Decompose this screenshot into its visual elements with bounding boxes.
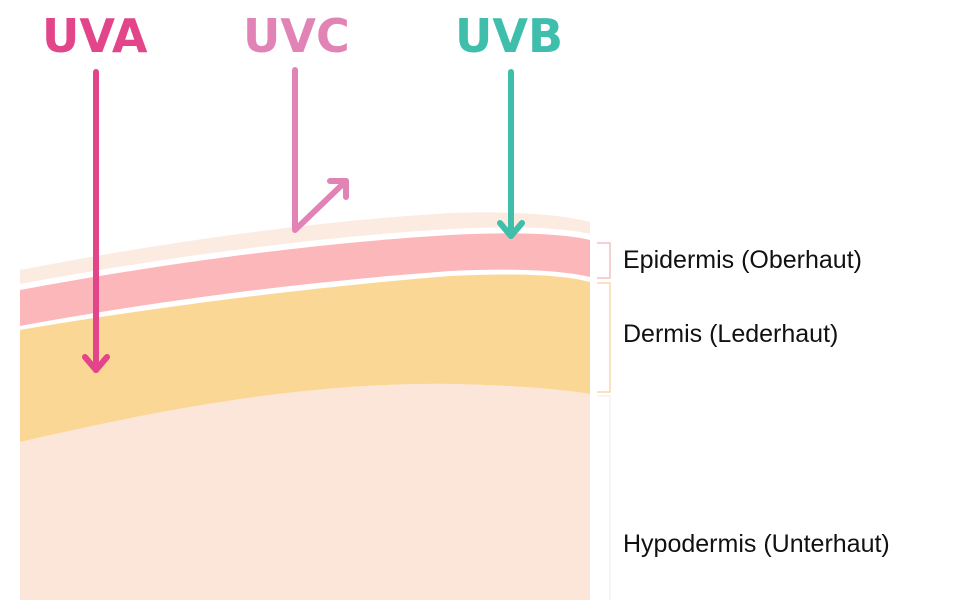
hypodermis-bracket [597, 395, 611, 600]
uvb-arrow [497, 69, 525, 239]
epidermis-label: Epidermis (Oberhaut) [623, 246, 862, 274]
uvc-label: UVC [243, 9, 350, 63]
uva-arrow [82, 69, 110, 373]
uva-label: UVA [42, 9, 148, 63]
uvb-label: UVB [455, 9, 563, 63]
uvc-arrow [292, 67, 349, 233]
epidermis-layer [20, 233, 590, 326]
dermis-bracket [597, 282, 611, 393]
hypodermis-label: Hypodermis (Unterhaut) [623, 530, 890, 558]
dermis-label: Dermis (Lederhaut) [623, 320, 838, 348]
stratum-corneum-layer [20, 212, 590, 284]
dermis-layer [20, 274, 590, 442]
hypodermis-layer [20, 383, 590, 600]
epidermis-bracket [597, 242, 611, 279]
